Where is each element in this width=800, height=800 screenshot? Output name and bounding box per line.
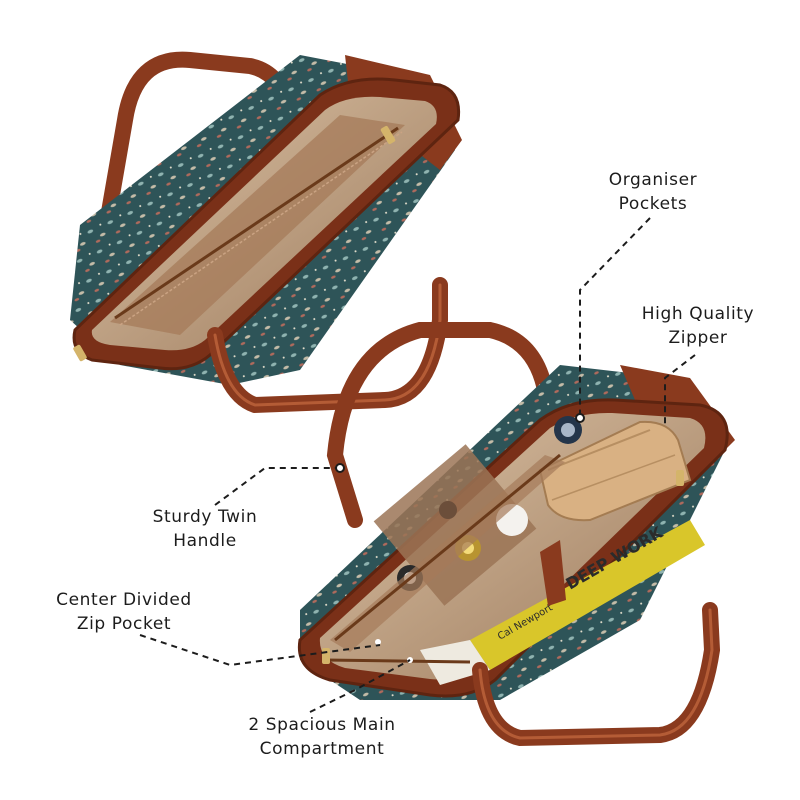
- label-high-quality-zipper: High Quality Zipper: [641, 304, 755, 348]
- top-bag: [70, 51, 462, 414]
- book: DEEP WORK Cal Newport: [420, 520, 705, 685]
- callout-line-handle: [214, 467, 340, 506]
- label-center-divided-zip-pocket: Center Divided Zip Pocket: [56, 590, 192, 634]
- bottom-bag-handle-back: [326, 322, 563, 528]
- callout-lines: [139, 217, 696, 713]
- bottom-bag-zip-pocket: [330, 455, 565, 652]
- bottom-bag: DEEP WORK Cal Newport: [297, 322, 735, 747]
- label-sturdy-twin-handle: Sturdy Twin Handle: [152, 507, 258, 551]
- callout-line-organiser: [579, 217, 651, 418]
- label-organiser-pockets: Organiser Pockets: [608, 170, 698, 214]
- label-spacious-main-compartment: 2 Spacious Main Compartment: [248, 715, 396, 759]
- top-bag-zip-pocket: [110, 115, 405, 335]
- callout-line-zipper: [664, 354, 696, 425]
- callout-line-compartment: [309, 659, 411, 713]
- wallet: [538, 420, 692, 522]
